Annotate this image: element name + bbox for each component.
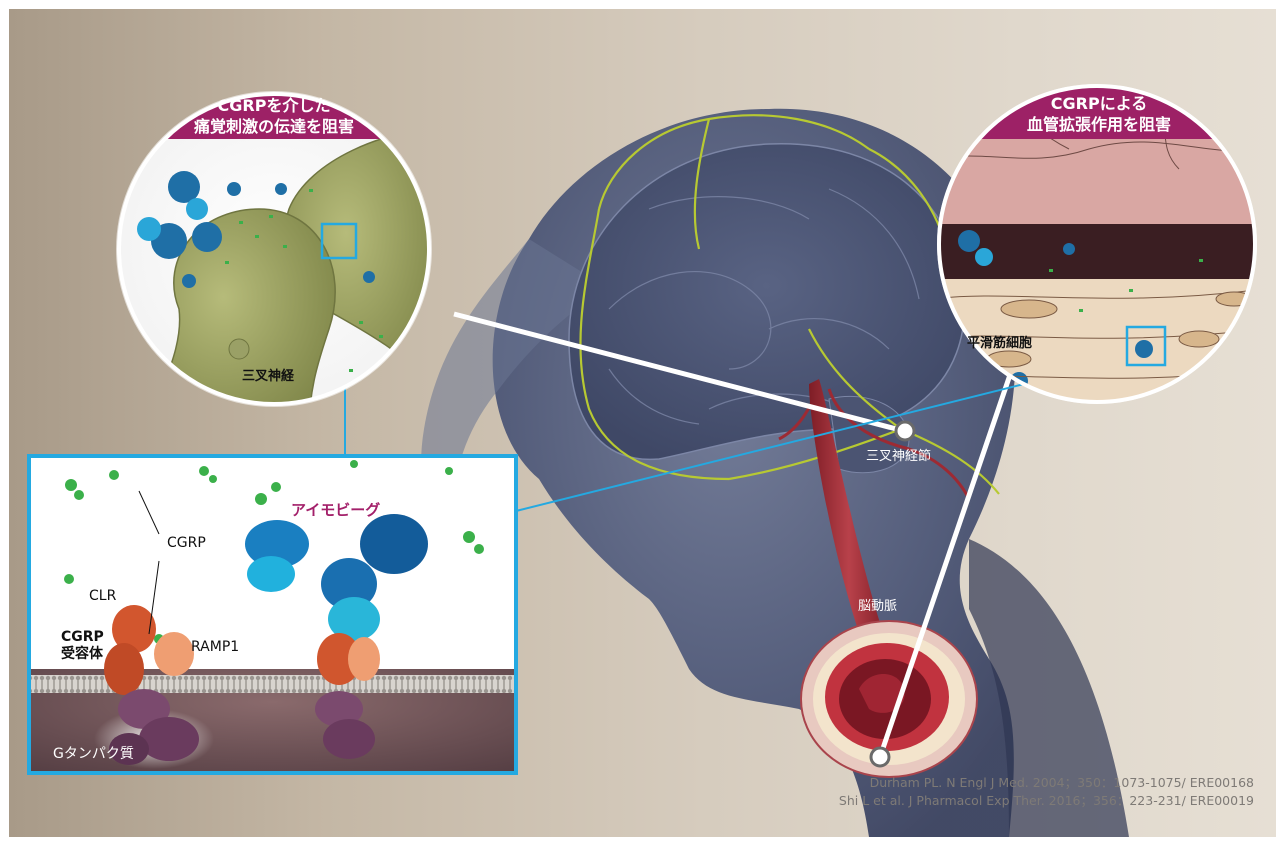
reference-1: Durham PL. N Engl J Med. 2004；350：1073-1… xyxy=(839,774,1254,792)
smooth-muscle-label: 平滑筋細胞 xyxy=(967,332,1032,351)
left-banner-line2: 痛覚刺激の伝達を阻害 xyxy=(174,116,374,137)
illustration-canvas: CGRPを介した 痛覚刺激の伝達を阻害 CGRPによる 血管拡張作用を阻害 三叉… xyxy=(9,9,1276,837)
cgrp-label: CGRP xyxy=(167,535,206,551)
left-banner-text: CGRPを介した 痛覚刺激の伝達を阻害 xyxy=(174,95,374,137)
cgrp-receptor-label-line1: CGRP xyxy=(61,629,104,646)
ramp1-label: RAMP1 xyxy=(191,639,239,655)
aimovig-label: アイモビーグ xyxy=(291,499,380,520)
receptor-inset xyxy=(29,456,516,779)
g-protein-label: Gタンパク質 xyxy=(53,743,134,763)
cell-membrane xyxy=(29,675,516,693)
right-banner-line2: 血管拡張作用を阻害 xyxy=(999,114,1199,135)
right-banner-line1: CGRPによる xyxy=(999,93,1199,114)
clr-label: CLR xyxy=(89,588,116,604)
left-banner-line1: CGRPを介した xyxy=(174,95,374,116)
trigeminal-ganglion-label: 三叉神経節 xyxy=(866,445,931,464)
references: Durham PL. N Engl J Med. 2004；350：1073-1… xyxy=(839,774,1254,810)
ganglion-marker xyxy=(896,422,914,440)
reference-2: Shi L et al. J Pharmacol Exp Ther. 2016；… xyxy=(839,792,1254,810)
artery-marker xyxy=(871,748,889,766)
right-banner-text: CGRPによる 血管拡張作用を阻害 xyxy=(999,93,1199,135)
cerebral-artery-label: 脳動脈 xyxy=(858,595,897,614)
cgrp-receptor-label: CGRP 受容体 xyxy=(61,629,104,663)
cgrp-receptor-label-line2: 受容体 xyxy=(61,646,104,663)
trigeminal-nerve-label: 三叉神経 xyxy=(242,365,294,384)
